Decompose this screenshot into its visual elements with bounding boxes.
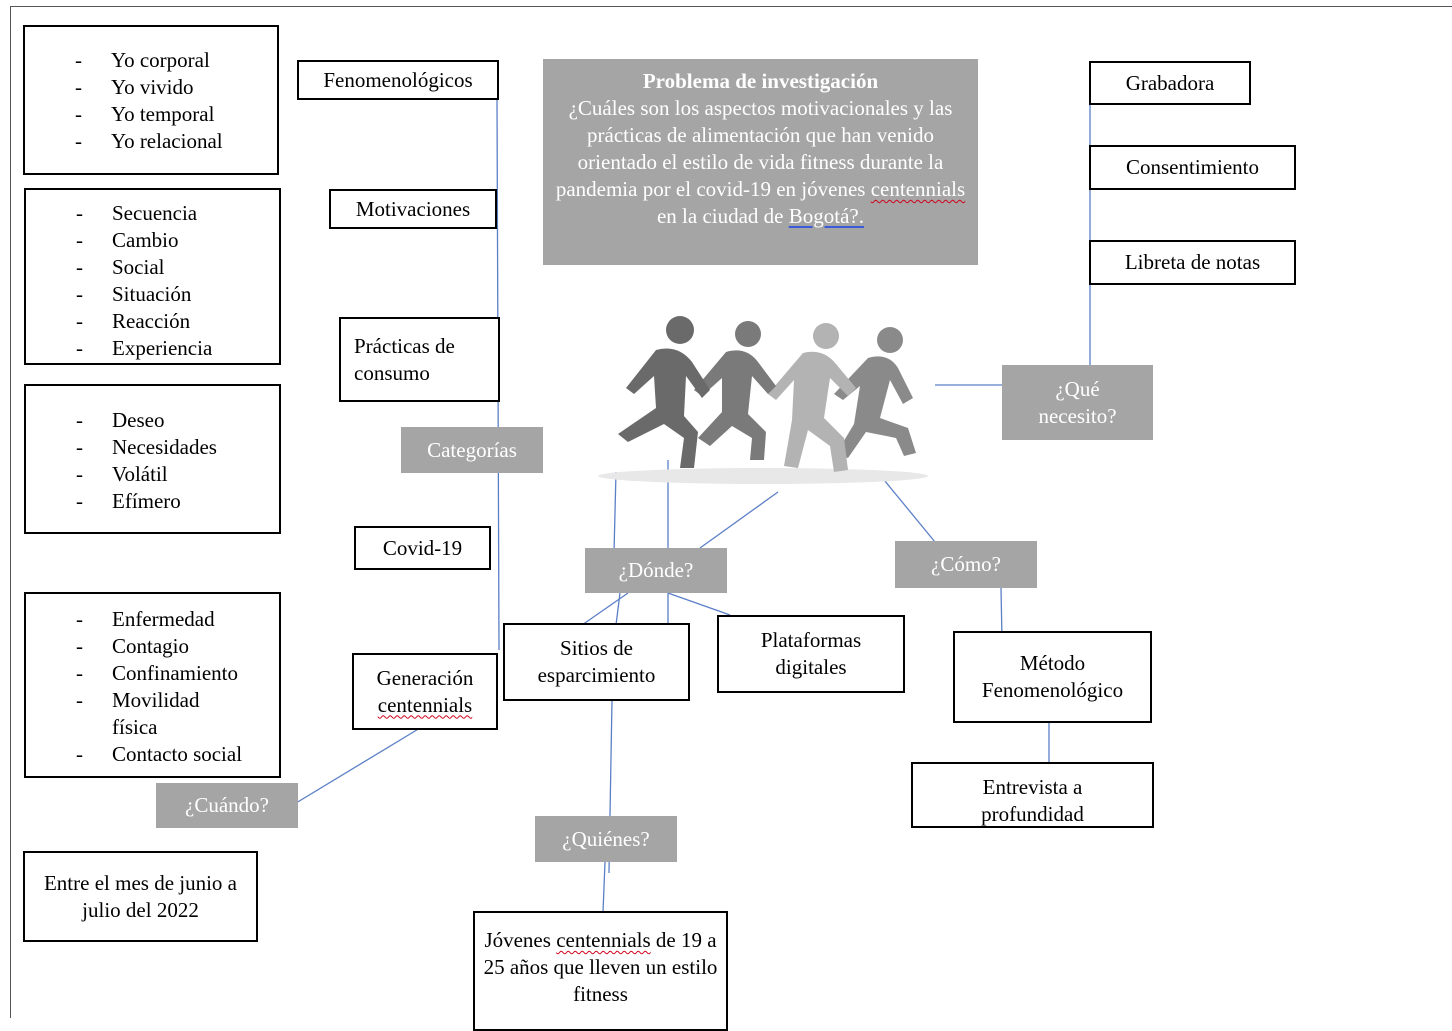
- when-value: Entre el mes de junio a julio del 2022: [43, 870, 238, 922]
- list-item: Movilidad física: [26, 687, 222, 741]
- list-enfermedad: Enfermedad Contagio Confinamiento Movili…: [26, 606, 279, 768]
- how-label-box: ¿Cómo?: [895, 541, 1037, 588]
- list-deseo: Deseo Necesidades Volátil Efímero: [26, 407, 279, 515]
- question-text: ¿Cuáles son los aspectos motivacionales …: [555, 96, 953, 201]
- categorias-label-box: Categorías: [401, 427, 543, 473]
- category-practicas: Prácticas de consumo: [339, 317, 500, 402]
- who-text: centennials: [556, 928, 651, 952]
- needs-label-box: ¿Qué necesito?: [1002, 365, 1153, 440]
- list-enfermedad-box: Enfermedad Contagio Confinamiento Movili…: [24, 592, 281, 778]
- need-consentimiento: Consentimiento: [1089, 145, 1296, 190]
- research-problem-question: ¿Cuáles son los aspectos motivacionales …: [553, 95, 968, 230]
- when-period: Entre el mes de junio a julio del 2022: [23, 851, 258, 942]
- category-fenomenologicos: Fenomenológicos: [297, 60, 499, 100]
- list-item: Efímero: [26, 488, 279, 515]
- list-deseo-box: Deseo Necesidades Volátil Efímero: [24, 384, 281, 534]
- list-item: Reacción: [26, 308, 279, 335]
- who-text: de 19 a 25 años que lleven un estilo fit…: [483, 928, 718, 1006]
- who-text: Jóvenes: [484, 928, 551, 952]
- list-item: Confinamiento: [26, 660, 279, 687]
- how-metodo: Método Fenomenológico: [953, 631, 1152, 723]
- category-label: Motivaciones: [355, 196, 471, 221]
- how-label: ¿Cómo?: [931, 552, 1001, 576]
- need-label: Grabadora: [1125, 70, 1215, 95]
- where-option: Sitios de esparcimiento: [537, 636, 656, 687]
- category-generacion: Generación centennials: [352, 653, 498, 730]
- category-label: Generación: [376, 665, 474, 690]
- category-motivaciones: Motivaciones: [329, 189, 497, 229]
- research-problem-box: Problema de investigación ¿Cuáles son lo…: [543, 59, 978, 265]
- list-yo-box: Yo corporal Yo vivido Yo temporal Yo rel…: [23, 25, 279, 175]
- question-text: Bogotá?.: [788, 204, 864, 228]
- categorias-label: Categorías: [427, 437, 517, 462]
- where-sitios-line-2: [615, 592, 621, 626]
- need-grabadora: Grabadora: [1089, 61, 1251, 105]
- needs-label: ¿Qué necesito?: [1038, 376, 1117, 428]
- list-item: Cambio: [26, 227, 279, 254]
- list-item: Social: [26, 254, 279, 281]
- list-yo: Yo corporal Yo vivido Yo temporal Yo rel…: [25, 47, 277, 155]
- list-item: Yo vivido: [25, 74, 277, 101]
- list-item: Yo corporal: [25, 47, 277, 74]
- who-label-box: ¿Quiénes?: [535, 816, 677, 862]
- where-plataformas: Plataformas digitales: [717, 615, 905, 693]
- how-option: Entrevista a profundidad: [981, 775, 1084, 826]
- where-runner-line-3: [699, 491, 779, 549]
- list-secuencia: Secuencia Cambio Social Situación Reacci…: [26, 200, 279, 362]
- how-option: Método Fenomenológico: [981, 651, 1124, 702]
- category-label: Covid-19: [382, 535, 463, 560]
- list-item: Yo temporal: [25, 101, 277, 128]
- who-result-line: [602, 861, 606, 913]
- runners-illustration: [598, 316, 928, 484]
- list-item: Yo relacional: [25, 128, 277, 155]
- list-item: Experiencia: [26, 335, 279, 362]
- how-runner-line: [879, 474, 936, 543]
- list-item: Necesidades: [26, 434, 279, 461]
- list-item: Situación: [26, 281, 279, 308]
- list-item: Contagio: [26, 633, 279, 660]
- where-sitios-line-1: [581, 592, 629, 626]
- need-label: Libreta de notas: [1124, 250, 1261, 274]
- who-label: ¿Quiénes?: [562, 826, 650, 851]
- list-item: Contacto social: [26, 741, 279, 768]
- how-entrevista: Entrevista a profundidad: [911, 762, 1154, 828]
- question-text: centennials: [870, 177, 966, 201]
- need-label: Consentimiento: [1126, 155, 1259, 179]
- list-item: Secuencia: [26, 200, 279, 227]
- need-libreta: Libreta de notas: [1089, 240, 1296, 285]
- list-item: Volátil: [26, 461, 279, 488]
- category-label: Fenomenológicos: [323, 67, 473, 92]
- where-option: Plataformas digitales: [760, 628, 862, 679]
- category-covid: Covid-19: [354, 526, 491, 570]
- when-label-box: ¿Cuándo?: [156, 783, 298, 828]
- list-item: Deseo: [26, 407, 279, 434]
- question-text: en la ciudad de: [656, 204, 784, 228]
- category-label: Prácticas de consumo: [354, 334, 455, 385]
- category-label: centennials: [377, 692, 473, 717]
- where-label-box: ¿Dónde?: [585, 548, 727, 593]
- who-result: Jóvenes centennials de 19 a 25 años que …: [473, 911, 728, 1031]
- list-item: Enfermedad: [26, 606, 279, 633]
- when-label: ¿Cuándo?: [185, 793, 269, 817]
- page-frame: [10, 6, 1452, 1018]
- where-plataformas-line: [667, 592, 731, 616]
- where-runner-line-1: [613, 471, 617, 554]
- list-secuencia-box: Secuencia Cambio Social Situación Reacci…: [24, 188, 281, 365]
- where-label: ¿Dónde?: [618, 558, 694, 582]
- research-problem-heading: Problema de investigación: [642, 69, 879, 93]
- where-sitios: Sitios de esparcimiento: [503, 623, 690, 701]
